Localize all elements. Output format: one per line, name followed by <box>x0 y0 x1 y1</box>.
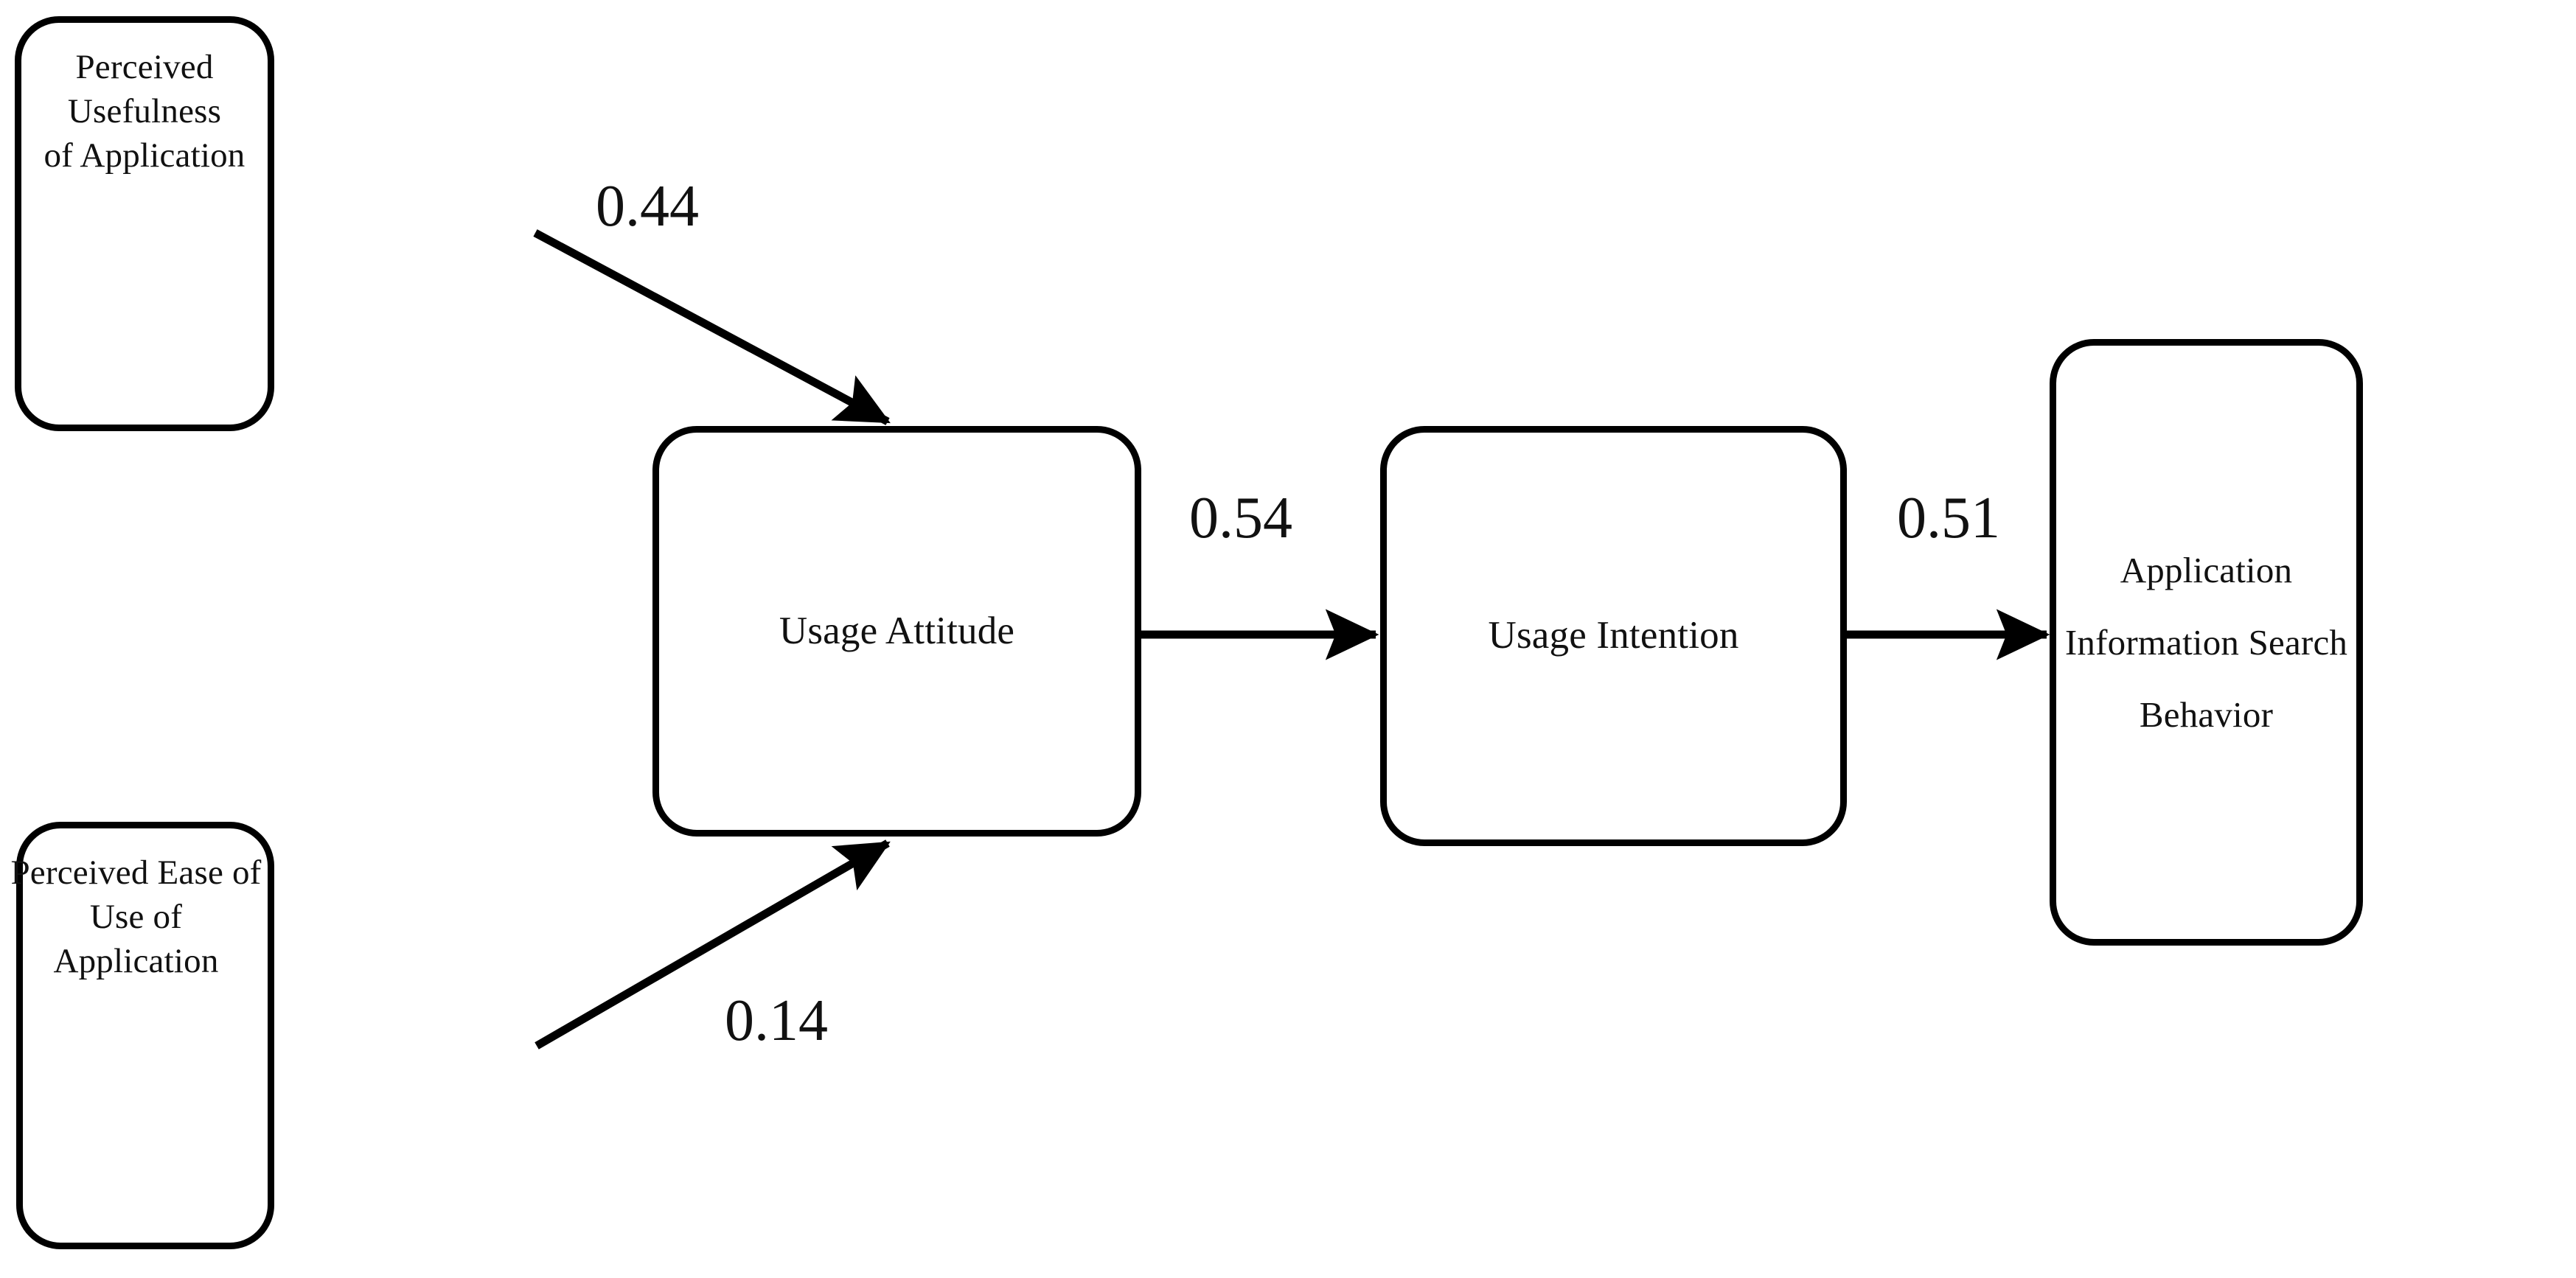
node-app-info-search-label: Application Information Search Behavior <box>2064 549 2348 735</box>
node-usage-intention-label: Usage Intention <box>1488 614 1739 657</box>
edge-peou-ua-line <box>535 839 891 1050</box>
edge-label-ui-aisb: 0.51 <box>1897 486 2000 551</box>
edge-pu-ua-line <box>533 229 891 425</box>
node-perceived-usefulness[interactable]: Perceived Usefulness of Application <box>15 16 274 431</box>
node-usage-intention[interactable]: Usage Intention <box>1380 426 1847 846</box>
node-usage-attitude-label: Usage Attitude <box>779 609 1015 652</box>
edge-label-ua-ui: 0.54 <box>1189 486 1292 551</box>
node-app-info-search[interactable]: Application Information Search Behavior <box>2050 339 2363 946</box>
edge-label-peou-ua: 0.14 <box>725 988 828 1053</box>
node-usage-attitude[interactable]: Usage Attitude <box>652 426 1141 837</box>
node-perceived-ease-of-use[interactable]: Perceived Ease of Use of Application <box>10 822 274 1249</box>
node-perceived-usefulness-label: Perceived Usefulness of Application <box>43 48 246 175</box>
node-perceived-ease-of-use-label: Perceived Ease of Use of Application <box>10 853 262 981</box>
edge-label-pu-ua: 0.44 <box>596 174 699 239</box>
